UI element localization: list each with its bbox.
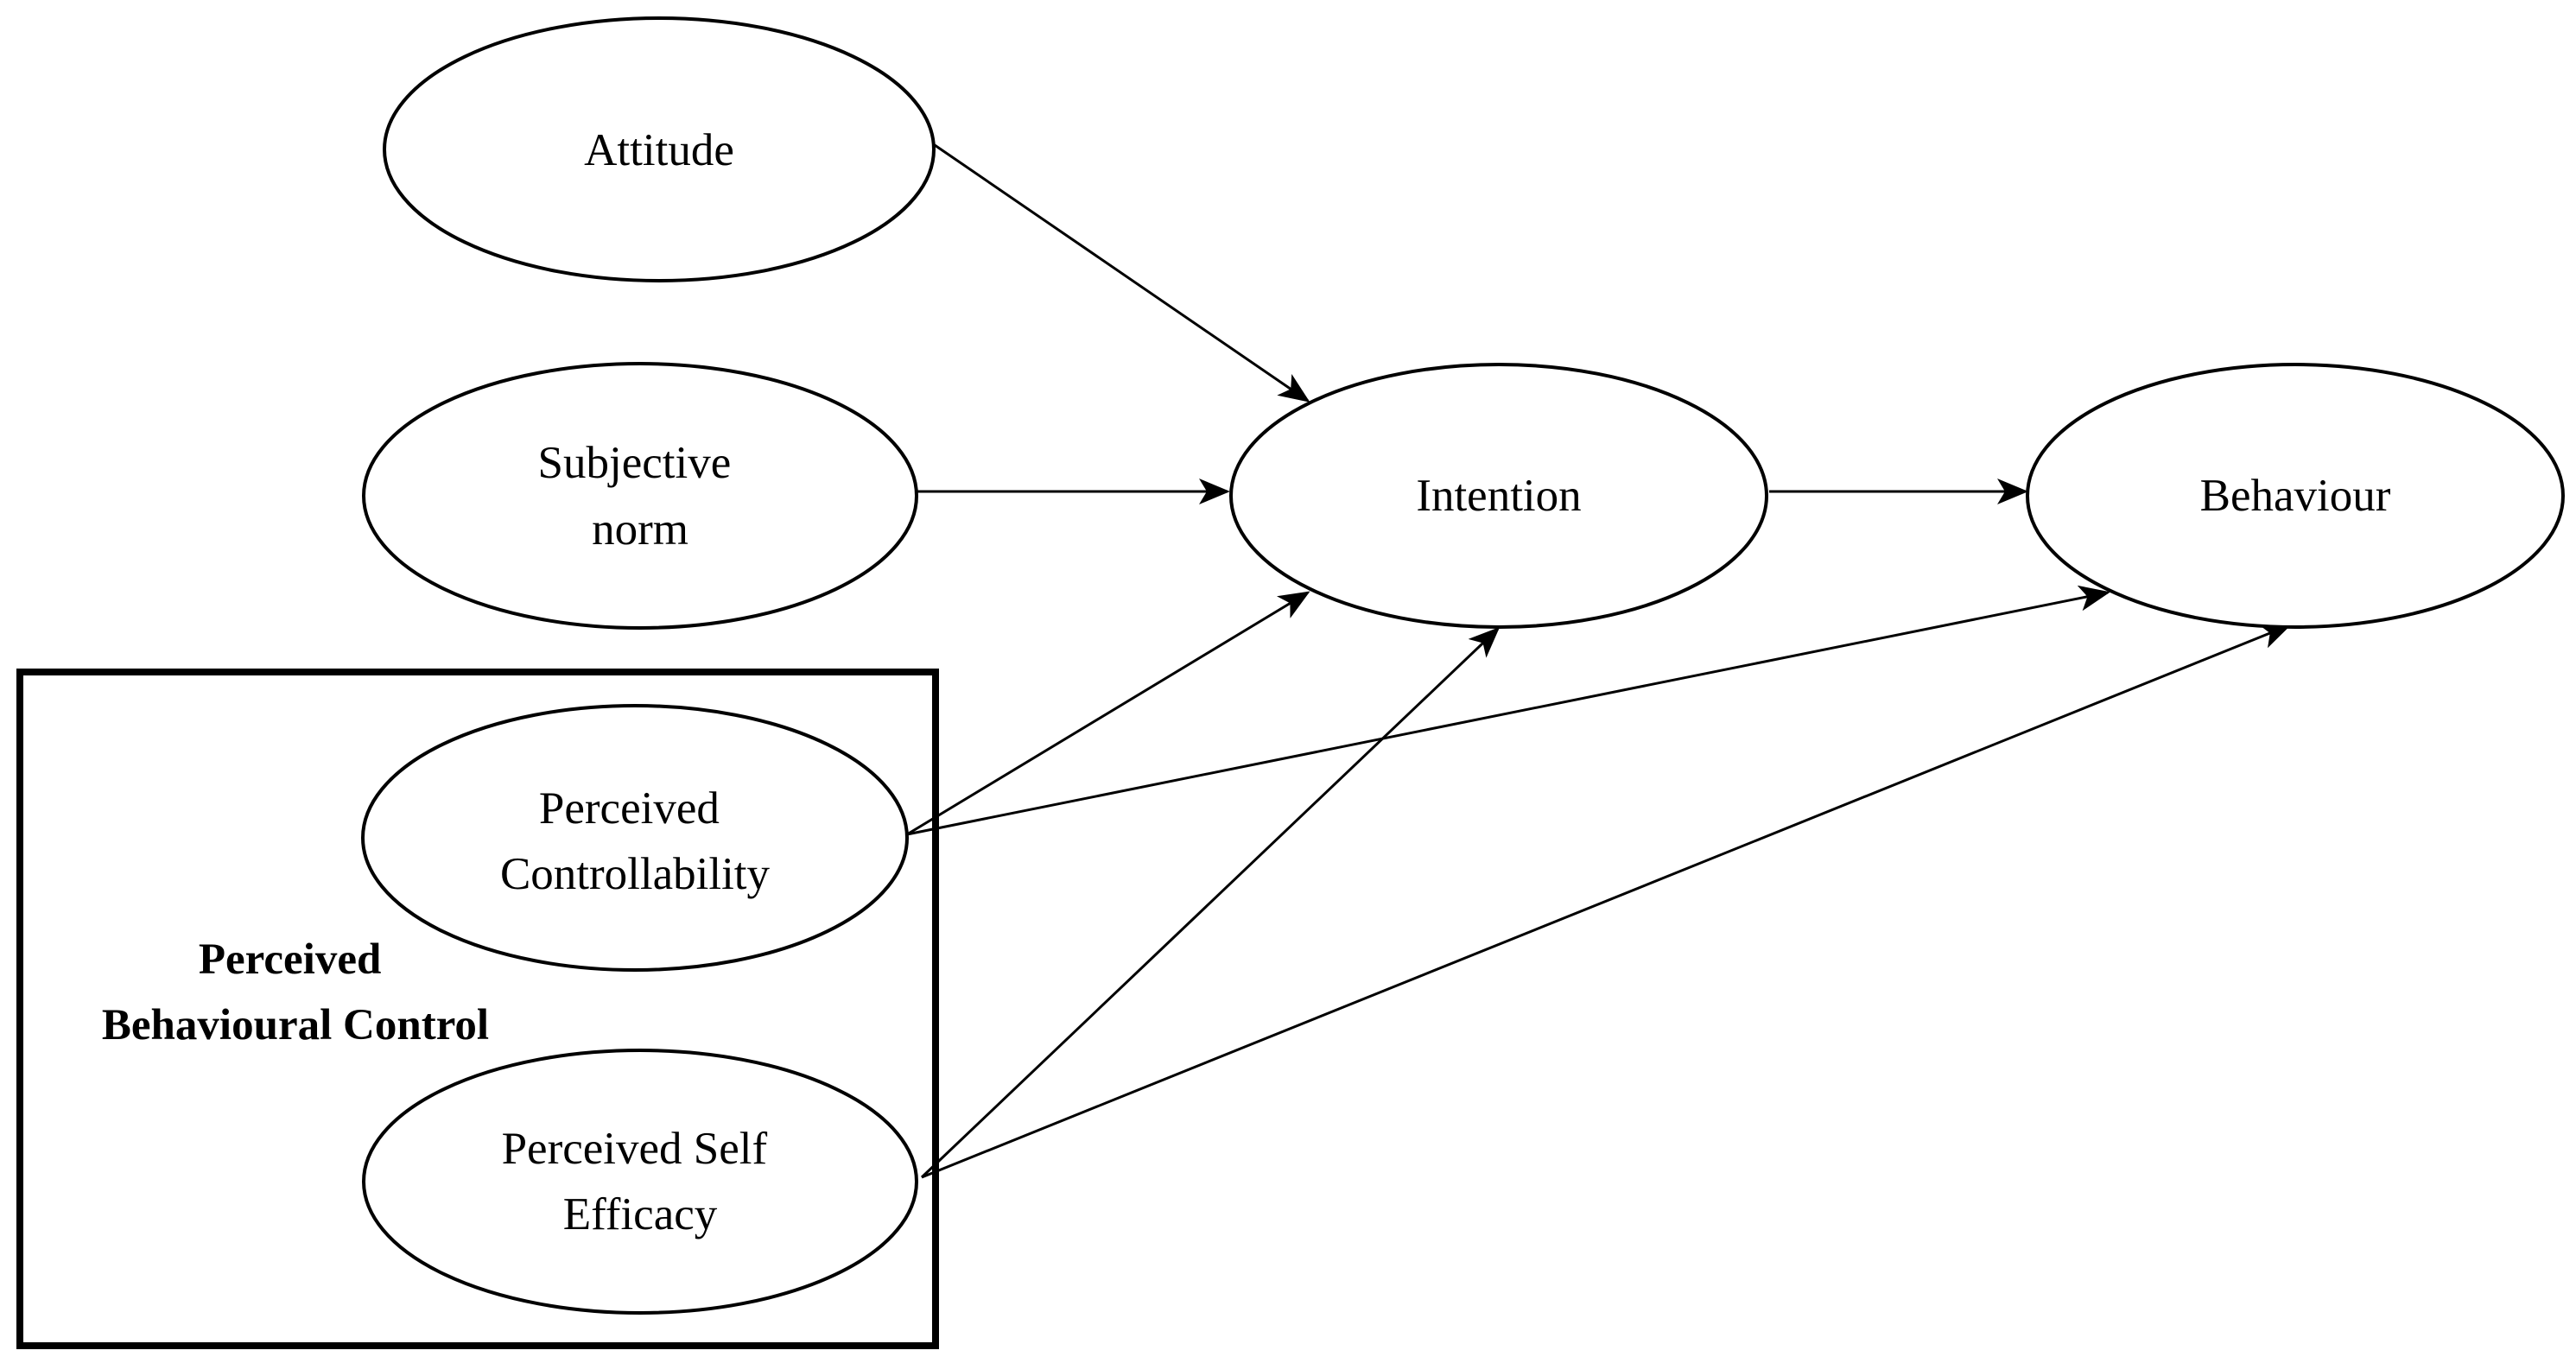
node-perceived-self-efficacy-ellipse	[362, 1049, 918, 1315]
node-perceived-controllability-label: Perceived Controllability	[500, 783, 771, 899]
edges	[906, 143, 2292, 1179]
node-perceived-self-efficacy-label: Perceived Self Efficacy	[502, 1124, 779, 1239]
node-perceived-self-efficacy-label-line-1: Perceived Self	[502, 1124, 768, 1174]
edge-perceived-self-efficacy-to-intention	[920, 626, 1501, 1179]
node-perceived-controllability: Perceived Controllability	[361, 704, 909, 972]
node-perceived-controllability-ellipse	[361, 704, 909, 972]
node-attitude-label-line-1: Attitude	[584, 125, 734, 175]
edge-attitude-to-intention	[934, 143, 1310, 403]
edge-perceived-controllability-to-behaviour	[906, 585, 2110, 836]
perceived-behavioural-control-label: Perceived Behavioural Control	[102, 935, 489, 1049]
node-behaviour-label-line-1: Behaviour	[2200, 471, 2391, 521]
node-perceived-controllability-label-line-2: Controllability	[500, 849, 771, 899]
node-intention-ellipse	[1229, 363, 1768, 629]
node-attitude: Attitude	[383, 16, 936, 282]
group-label-line-1: Perceived	[199, 935, 381, 984]
node-subjective-norm-label-line-2: norm	[592, 504, 688, 555]
node-attitude-ellipse	[383, 16, 936, 282]
node-attitude-label: Attitude	[584, 125, 734, 175]
node-subjective-norm-ellipse	[362, 362, 918, 630]
node-intention: Intention	[1229, 363, 1768, 629]
node-subjective-norm-label-line-1: Subjective	[538, 438, 732, 488]
edge-perceived-self-efficacy-to-behaviour	[921, 624, 2292, 1179]
node-subjective-norm-label: Subjective norm	[538, 438, 743, 555]
node-perceived-self-efficacy: Perceived Self Efficacy	[362, 1049, 918, 1315]
node-intention-label-line-1: Intention	[1416, 471, 1581, 521]
node-perceived-self-efficacy-label-line-2: Efficacy	[563, 1189, 718, 1239]
node-behaviour-label: Behaviour	[2200, 471, 2391, 521]
group-label-line-2: Behavioural Control	[102, 1001, 489, 1049]
node-perceived-controllability-label-line-1: Perceived	[539, 783, 720, 834]
perceived-behavioural-control-box	[16, 669, 939, 1349]
edge-perceived-controllability-to-intention	[906, 591, 1310, 836]
node-intention-label: Intention	[1416, 471, 1581, 521]
node-behaviour-ellipse	[2026, 363, 2565, 629]
node-subjective-norm: Subjective norm	[362, 362, 918, 630]
node-behaviour: Behaviour	[2026, 363, 2565, 629]
